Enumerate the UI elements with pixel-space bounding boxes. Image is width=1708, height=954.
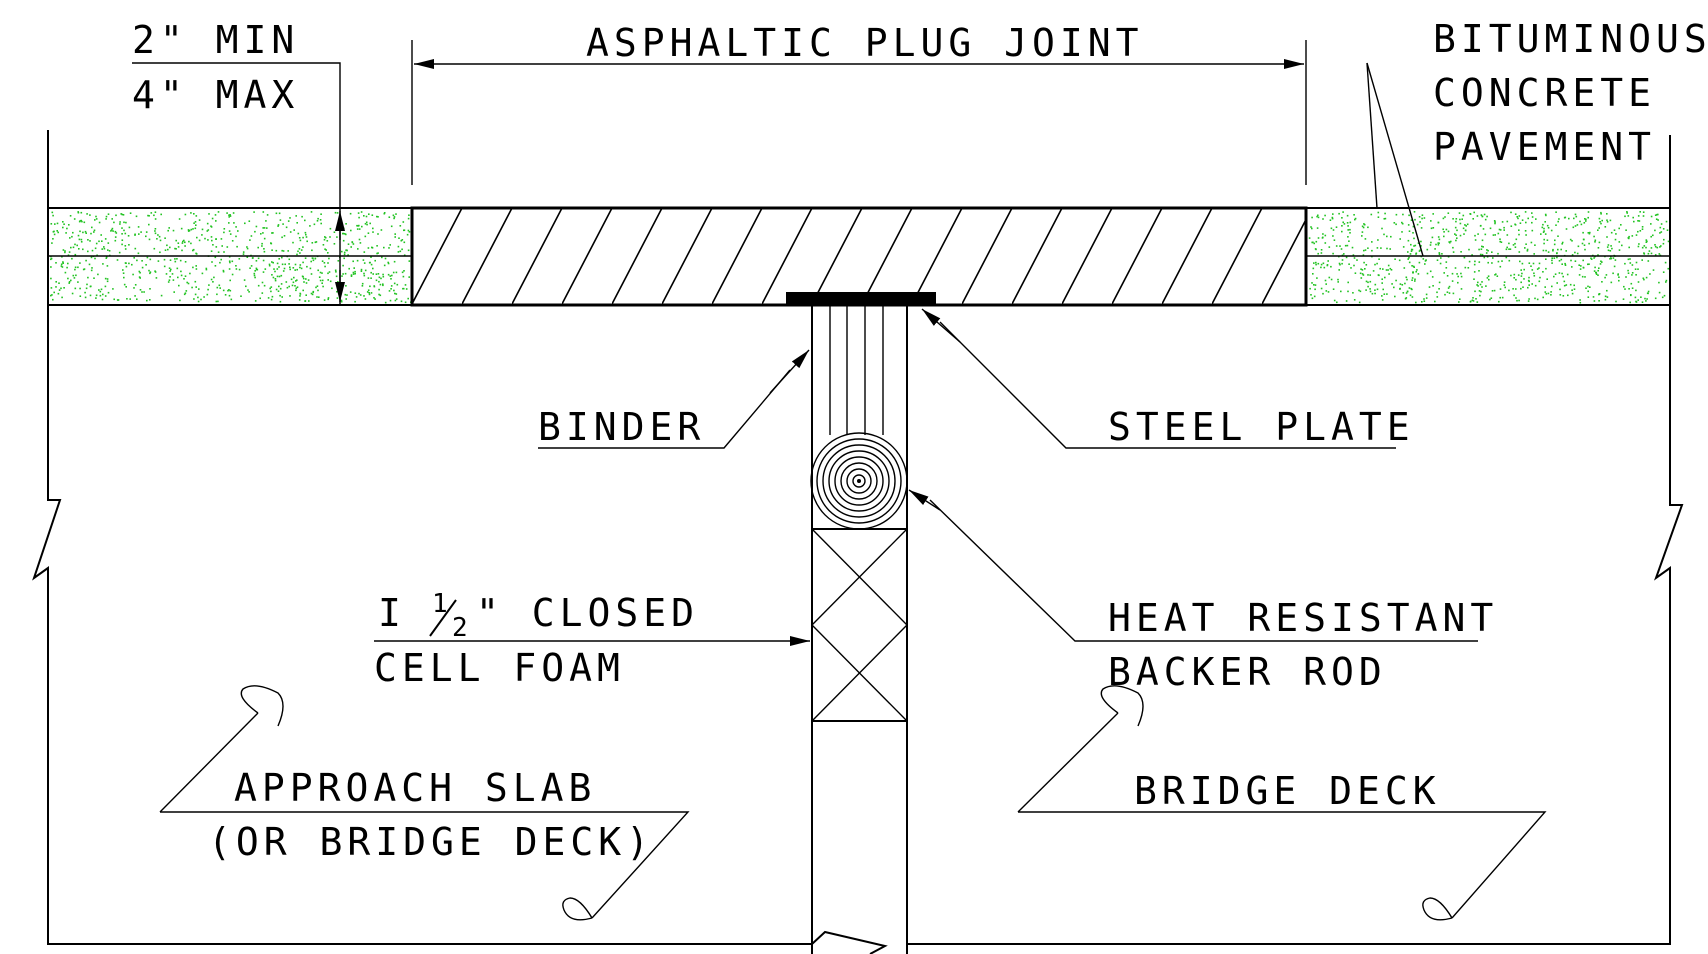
approach-slab-label-line1: APPROACH SLAB <box>234 766 596 810</box>
plug-joint-label: ASPHALTIC PLUG JOINT <box>586 21 1144 65</box>
foam-label-tail: " CLOSED <box>476 591 699 635</box>
approach-slab-leader <box>159 685 690 921</box>
foam-label-line1: I 1 2 " CLOSED <box>378 589 699 643</box>
left-bituminous-pavement <box>48 207 412 306</box>
closed-cell-foam <box>811 528 908 722</box>
pavement-leader <box>1366 62 1424 257</box>
min-thickness-label: 2" MIN <box>132 18 299 62</box>
approach-slab-outline <box>32 130 812 945</box>
max-thickness-label: 4" MAX <box>132 73 299 117</box>
asphaltic-plug <box>410 206 1308 307</box>
joint-gap <box>811 305 908 954</box>
backer-rod <box>810 432 908 530</box>
steel-plate <box>786 292 936 304</box>
right-pavement-speckle <box>1308 211 1670 304</box>
thickness-dimension <box>132 62 345 305</box>
backer-rod-leader <box>908 489 1478 642</box>
foam-fraction-denominator: 2 <box>452 613 468 643</box>
pavement-label-line2: CONCRETE <box>1433 71 1656 115</box>
bottom-break-line <box>811 930 888 954</box>
left-pavement-speckle <box>50 211 412 304</box>
foam-label-lead: I <box>378 591 406 635</box>
steel-plate-leader <box>921 308 1396 449</box>
bridge-deck-leader <box>1017 685 1547 921</box>
approach-slab-label-line2: (OR BRIDGE DECK) <box>208 820 654 864</box>
plug-width-dimension <box>411 40 1307 185</box>
foam-label-line2: CELL FOAM <box>374 646 625 690</box>
foam-fraction-numerator: 1 <box>432 589 448 619</box>
steel-plate-label: STEEL PLATE <box>1108 405 1415 449</box>
backer-rod-label-line1: HEAT RESISTANT <box>1108 596 1498 640</box>
pavement-label-line1: BITUMINOUS <box>1433 17 1708 61</box>
pavement-label-line3: PAVEMENT <box>1433 125 1656 169</box>
bridge-deck-label: BRIDGE DECK <box>1134 769 1441 813</box>
binder-label: BINDER <box>538 405 705 449</box>
backer-rod-label-line2: BACKER ROD <box>1108 650 1387 694</box>
binder-leader <box>538 349 810 449</box>
right-bituminous-pavement <box>1306 207 1670 306</box>
bridge-deck-outline <box>907 135 1684 945</box>
